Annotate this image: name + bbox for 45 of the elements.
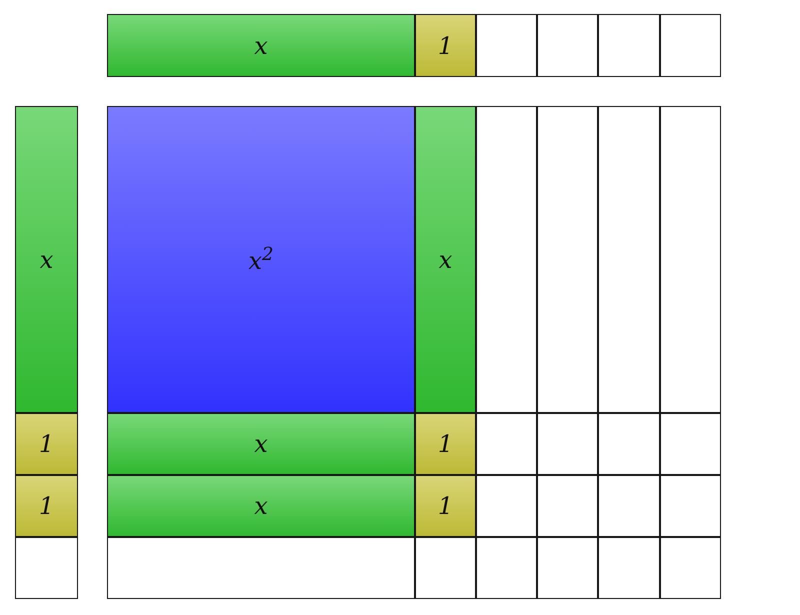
blank-tile [660, 14, 721, 77]
x-tile [107, 475, 415, 537]
blank-tile [415, 537, 476, 599]
blank-tile [537, 106, 598, 413]
blank-tile [598, 14, 660, 77]
blank-tile [598, 475, 660, 537]
blank-tile [107, 537, 415, 599]
tile-label: x$^{2}$ [248, 246, 274, 273]
square-tile [107, 106, 415, 413]
blank-tile [660, 106, 721, 413]
x-tile [107, 14, 415, 77]
tile-label: 1 [438, 494, 454, 518]
blank-tile [15, 537, 78, 599]
tile-label: 1 [438, 34, 454, 58]
blank-tile [537, 537, 598, 599]
tile-label: 1 [38, 432, 54, 456]
tile-label: x [438, 248, 452, 272]
blank-tile [476, 537, 537, 599]
blank-tile [537, 413, 598, 475]
tile-label: 1 [438, 432, 454, 456]
blank-tile [476, 106, 537, 413]
blank-tile [598, 537, 660, 599]
x-tile [107, 413, 415, 475]
unit-tile [415, 14, 476, 77]
unit-tile [415, 413, 476, 475]
blank-tile [598, 106, 660, 413]
tile-label: x [254, 34, 268, 58]
unit-tile [415, 475, 476, 537]
blank-tile [598, 413, 660, 475]
blank-tile [476, 14, 537, 77]
tile-label: 1 [38, 494, 54, 518]
tile-label: x [254, 432, 268, 456]
blank-tile [660, 475, 721, 537]
unit-tile [15, 413, 78, 475]
blank-tile [660, 537, 721, 599]
x-tile [15, 106, 78, 413]
blank-tile [476, 413, 537, 475]
x-tile [415, 106, 476, 413]
blank-tile [537, 14, 598, 77]
blank-tile [476, 475, 537, 537]
blank-tile [537, 475, 598, 537]
tile-label: x [40, 248, 54, 272]
blank-tile [660, 413, 721, 475]
tile-label: x [254, 494, 268, 518]
unit-tile [15, 475, 78, 537]
